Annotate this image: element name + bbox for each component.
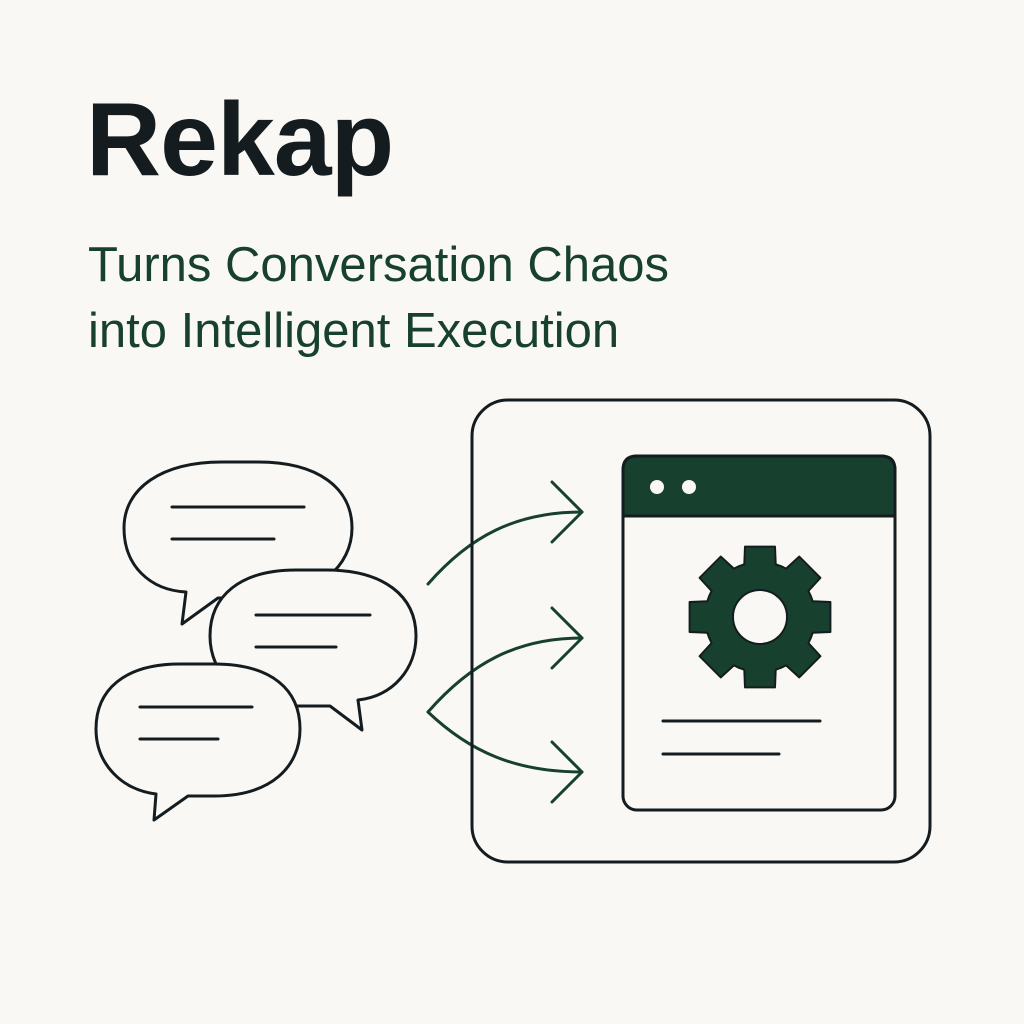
browser-window-icon bbox=[621, 454, 897, 812]
tagline-line-1: Turns Conversation Chaos bbox=[88, 238, 670, 292]
curved-arrow-icon bbox=[426, 606, 584, 714]
brand-title: Rekap bbox=[86, 82, 394, 198]
curved-arrow-icon bbox=[426, 480, 584, 586]
tagline-line-2: into Intelligent Execution bbox=[88, 304, 620, 358]
gear-icon bbox=[688, 545, 832, 689]
curved-arrow-icon bbox=[426, 710, 584, 804]
outer-frame bbox=[470, 398, 932, 864]
tagline: Turns Conversation Chaos into Intelligen… bbox=[88, 232, 669, 364]
speech-bubble-icon bbox=[94, 662, 302, 822]
